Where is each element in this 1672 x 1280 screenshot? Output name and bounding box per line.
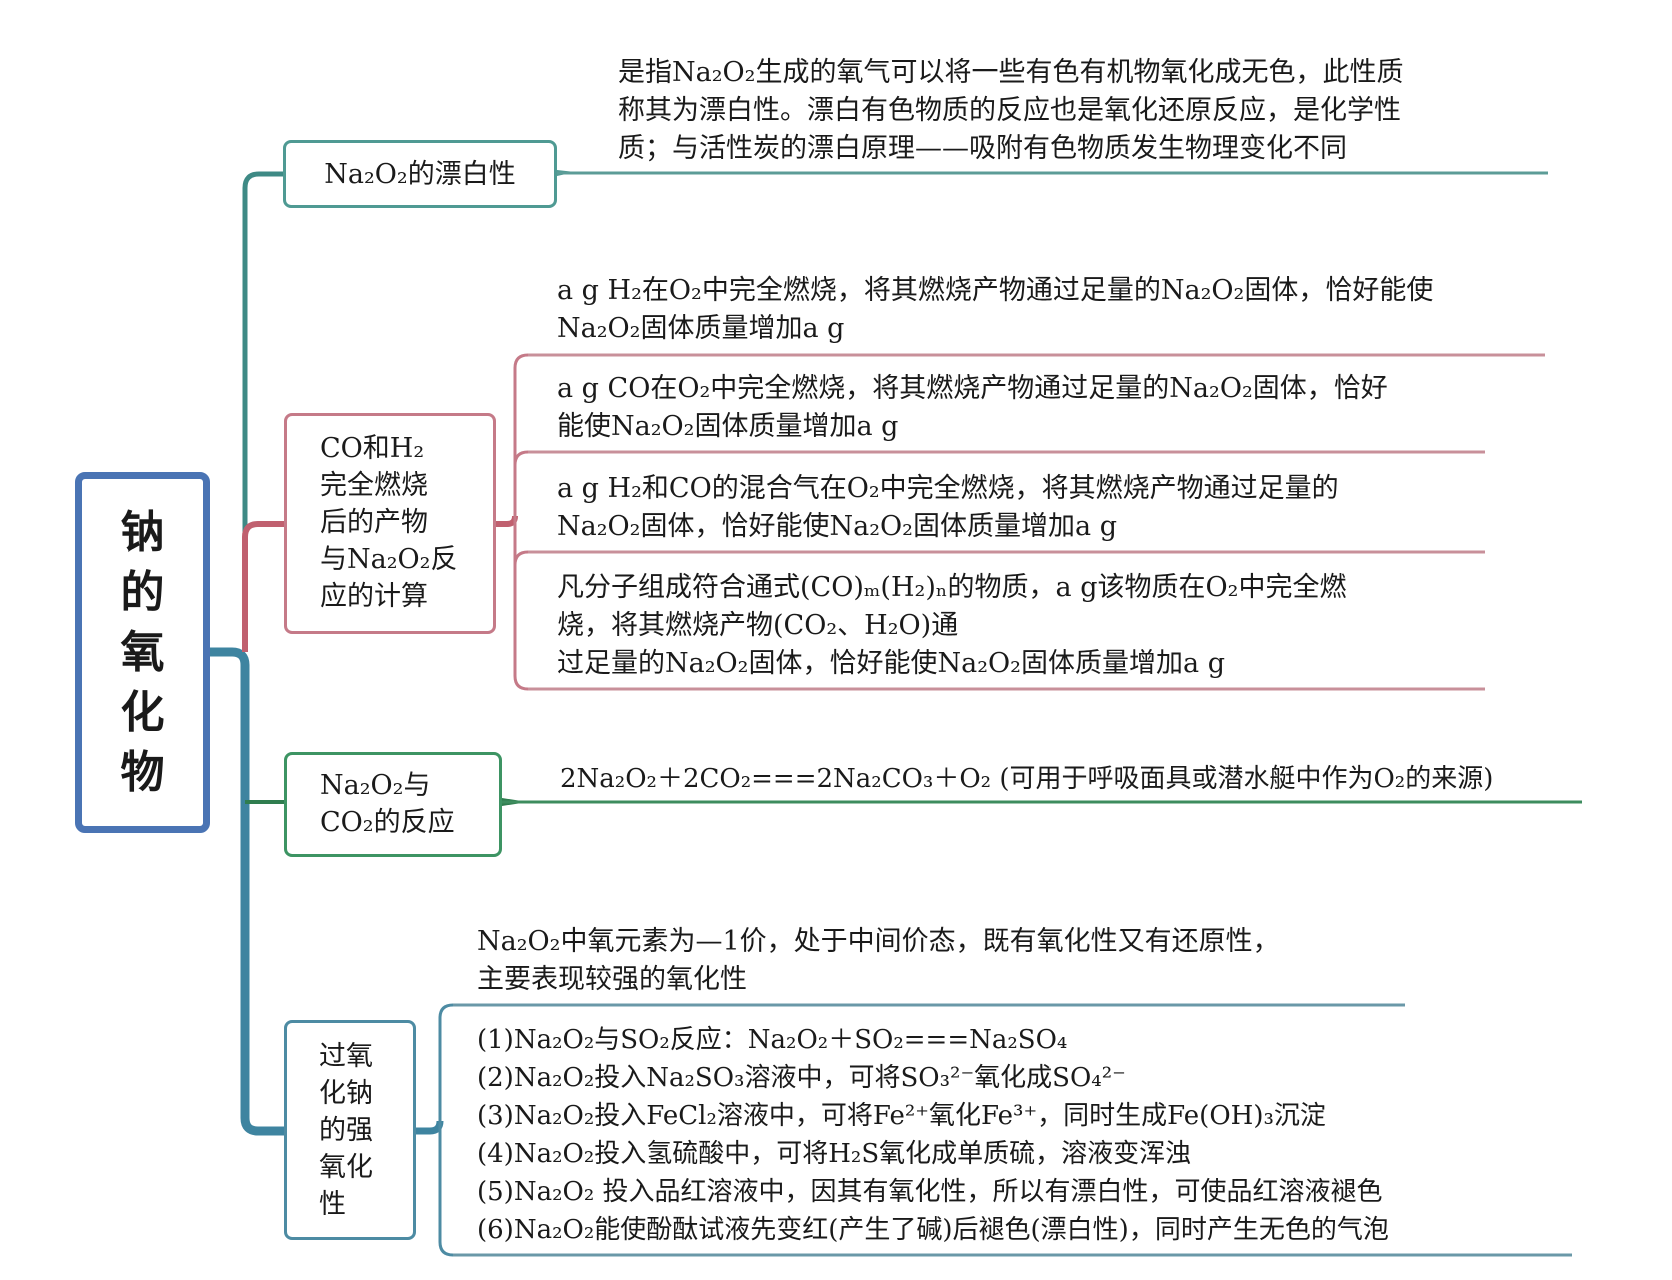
- central-topic-char: 的: [120, 566, 165, 618]
- list-item: (1)Na₂O₂与SO₂反应：Na₂O₂＋SO₂===Na₂SO₄: [477, 1025, 1068, 1055]
- central-topic-char: 钠: [120, 506, 165, 558]
- oxidation-examples-list[interactable]: (1)Na₂O₂与SO₂反应：Na₂O₂＋SO₂===Na₂SO₄ (2)Na₂…: [477, 1021, 1389, 1249]
- detail-line: 凡分子组成符合通式(CO)ₘ(H₂)ₙ的物质，a g该物质在O₂中完全燃: [557, 572, 1347, 603]
- detail-line: a g CO在O₂中完全燃烧，将其燃烧产物通过足量的Na₂O₂固体，恰好: [557, 373, 1388, 404]
- bleaching-detail[interactable]: 是指Na₂O₂生成的氧气可以将一些有色有机物氧化成无色，此性质 称其为漂白性。漂…: [618, 54, 1404, 168]
- co2-reaction-detail[interactable]: 2Na₂O₂＋2CO₂===2Na₂CO₃＋O₂ (可用于呼吸面具或潜水艇中作为…: [560, 760, 1493, 798]
- detail-line: 烧，将其燃烧产物(CO₂、H₂O)通: [557, 610, 959, 641]
- topic-label-line: CO₂的反应: [320, 807, 455, 838]
- general-formula-detail[interactable]: 凡分子组成符合通式(CO)ₘ(H₂)ₙ的物质，a g该物质在O₂中完全燃 烧，将…: [557, 569, 1346, 683]
- topic-label-line: 性: [319, 1189, 346, 1220]
- detail-line: Na₂O₂中氧元素为—1价，处于中间价态，既有氧化性又有还原性，: [477, 926, 1280, 957]
- detail-line: a g H₂在O₂中完全燃烧，将其燃烧产物通过足量的Na₂O₂固体，恰好能使: [557, 275, 1434, 306]
- mixed-gas-detail[interactable]: a g H₂和CO的混合气在O₂中完全燃烧，将其燃烧产物通过足量的 Na₂O₂固…: [557, 470, 1339, 546]
- topic-label-line: 的强: [319, 1115, 373, 1146]
- detail-line: 质；与活性炭的漂白原理——吸附有色物质发生物理变化不同: [618, 133, 1347, 164]
- topic-label-line: 完全燃烧: [320, 470, 428, 501]
- topic-label-line: 后的产物: [320, 507, 428, 538]
- detail-line: Na₂O₂固体质量增加a g: [557, 313, 845, 344]
- list-item: (5)Na₂O₂ 投入品红溶液中，因其有氧化性，所以有漂白性，可使品红溶液褪色: [477, 1177, 1383, 1207]
- topic-label-line: Na₂O₂与: [320, 770, 431, 801]
- central-topic[interactable]: 钠 的 氧 化 物: [75, 472, 210, 833]
- detail-line: 过足量的Na₂O₂固体，恰好能使Na₂O₂固体质量增加a g: [557, 648, 1225, 679]
- detail-line: a g H₂和CO的混合气在O₂中完全燃烧，将其燃烧产物通过足量的: [557, 473, 1339, 504]
- detail-line: 称其为漂白性。漂白有色物质的反应也是氧化还原反应，是化学性: [618, 95, 1401, 126]
- topic-strong-oxidizing[interactable]: 过氧 化钠 的强 氧化 性: [284, 1020, 416, 1240]
- oxidation-state-detail[interactable]: Na₂O₂中氧元素为—1价，处于中间价态，既有氧化性又有还原性， 主要表现较强的…: [477, 923, 1280, 999]
- h2-combustion-detail[interactable]: a g H₂在O₂中完全燃烧，将其燃烧产物通过足量的Na₂O₂固体，恰好能使 N…: [557, 272, 1433, 348]
- detail-line: Na₂O₂固体，恰好能使Na₂O₂固体质量增加a g: [557, 511, 1117, 542]
- topic-label-line: 应的计算: [320, 581, 428, 612]
- topic-label-line: 氧化: [319, 1152, 373, 1183]
- topic-label: Na₂O₂的漂白性: [324, 158, 516, 190]
- list-item: (2)Na₂O₂投入Na₂SO₃溶液中，可将SO₃²⁻氧化成SO₄²⁻: [477, 1063, 1126, 1093]
- co-combustion-detail[interactable]: a g CO在O₂中完全燃烧，将其燃烧产物通过足量的Na₂O₂固体，恰好 能使N…: [557, 370, 1388, 446]
- central-topic-char: 氧: [120, 626, 165, 678]
- detail-line: 主要表现较强的氧化性: [477, 964, 747, 995]
- central-topic-char: 化: [120, 686, 165, 738]
- detail-line: 是指Na₂O₂生成的氧气可以将一些有色有机物氧化成无色，此性质: [618, 57, 1404, 88]
- topic-label-line: 化钠: [319, 1078, 373, 1109]
- topic-label-line: 过氧: [319, 1041, 373, 1072]
- list-item: (6)Na₂O₂能使酚酞试液先变红(产生了碱)后褪色(漂白性)，同时产生无色的气…: [477, 1215, 1389, 1245]
- topic-label-line: CO和H₂: [320, 433, 425, 464]
- detail-line: 2Na₂O₂＋2CO₂===2Na₂CO₃＋O₂ (可用于呼吸面具或潜水艇中作为…: [560, 764, 1494, 794]
- topic-label-line: 与Na₂O₂反: [320, 544, 458, 575]
- topic-combustion-calc[interactable]: CO和H₂ 完全燃烧 后的产物 与Na₂O₂反 应的计算: [284, 413, 496, 634]
- topic-na2o2-bleaching[interactable]: Na₂O₂的漂白性: [283, 140, 557, 208]
- topic-co2-reaction[interactable]: Na₂O₂与 CO₂的反应: [284, 752, 502, 857]
- list-item: (3)Na₂O₂投入FeCl₂溶液中，可将Fe²⁺氧化Fe³⁺，同时生成Fe(O…: [477, 1101, 1326, 1131]
- central-topic-char: 物: [120, 746, 165, 798]
- detail-line: 能使Na₂O₂固体质量增加a g: [557, 411, 899, 442]
- list-item: (4)Na₂O₂投入氢硫酸中，可将H₂S氧化成单质硫，溶液变浑浊: [477, 1139, 1192, 1169]
